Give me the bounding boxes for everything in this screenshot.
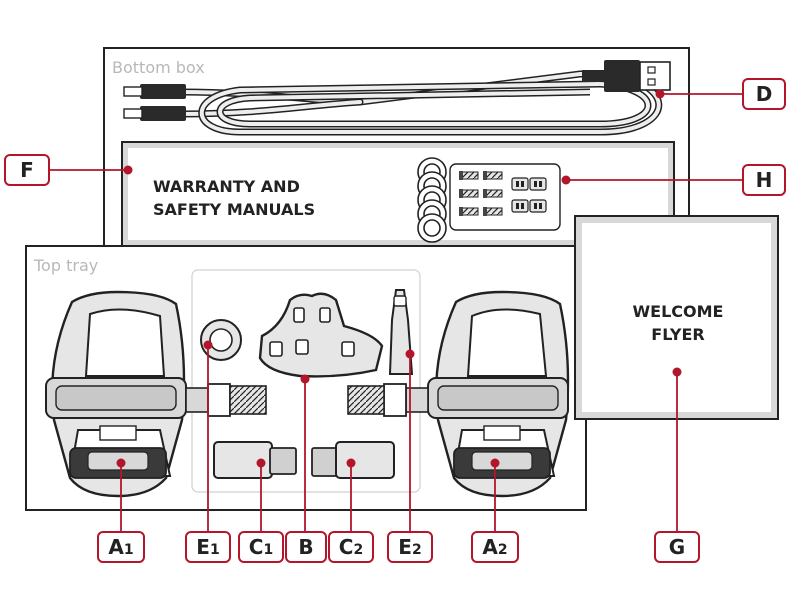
- dot-d: [655, 89, 665, 99]
- washer-icon: [200, 319, 242, 361]
- washer-stack-icon: [417, 157, 447, 243]
- dot-h: [561, 175, 571, 185]
- flyer-line-1: WELCOME: [633, 302, 724, 321]
- label-c2: C2: [328, 531, 374, 563]
- dot-e1: [203, 340, 213, 350]
- label-d: D: [742, 78, 786, 110]
- label-f: F: [4, 154, 50, 186]
- svg-text:G: G: [669, 535, 685, 559]
- callout-labels: A1 E1 C1 B C2: [4, 78, 786, 563]
- bottom-box-title: Bottom box: [112, 58, 205, 77]
- callout-leader-lines: [48, 93, 743, 532]
- manuals-line-1: WARRANTY AND: [153, 177, 300, 196]
- svg-text:C2: C2: [339, 535, 363, 559]
- svg-text:A1: A1: [108, 535, 133, 559]
- usb-c-plug-icon: [140, 106, 186, 121]
- svg-text:C1: C1: [249, 535, 273, 559]
- usb-cable: [123, 60, 671, 136]
- dot-f: [123, 165, 133, 175]
- label-b: B: [285, 531, 327, 563]
- dot-e2: [405, 349, 415, 359]
- manuals-box: WARRANTY AND SAFETY MANUALS: [121, 141, 675, 247]
- svg-text:E1: E1: [196, 535, 219, 559]
- label-g: G: [654, 531, 700, 563]
- label-e2: E2: [387, 531, 433, 563]
- usb-c-plug-icon: [140, 84, 186, 99]
- svg-text:F: F: [20, 158, 34, 182]
- label-a2: A2: [471, 531, 519, 563]
- label-e1: E1: [185, 531, 231, 563]
- callout-dots: [116, 89, 682, 468]
- flyer-line-2: FLYER: [651, 325, 704, 344]
- dot-a2: [490, 458, 500, 468]
- svg-text:B: B: [298, 535, 313, 559]
- svg-text:D: D: [756, 82, 773, 106]
- spare-parts: [417, 157, 561, 243]
- usb-a-plug-icon: [604, 60, 640, 92]
- svg-text:H: H: [756, 168, 773, 192]
- dot-b: [300, 374, 310, 384]
- label-h: H: [742, 164, 786, 196]
- manuals-line-2: SAFETY MANUALS: [153, 200, 315, 219]
- dot-c1: [256, 458, 266, 468]
- svg-text:A2: A2: [482, 535, 507, 559]
- svg-text:E2: E2: [398, 535, 421, 559]
- label-a1: A1: [97, 531, 145, 563]
- battery-left-icon: [213, 441, 297, 479]
- dot-g: [672, 367, 682, 377]
- top-tray-title: Top tray: [33, 256, 98, 275]
- dot-c2: [346, 458, 356, 468]
- label-c1: C1: [238, 531, 284, 563]
- dot-a1: [116, 458, 126, 468]
- pedal-right: [347, 290, 570, 498]
- cleat-icon: [258, 292, 384, 378]
